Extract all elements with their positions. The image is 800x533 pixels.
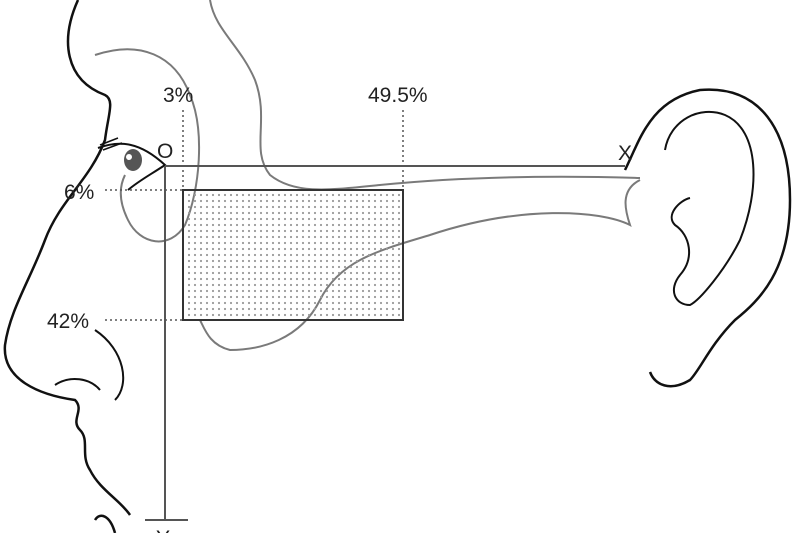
ear-inner: [664, 110, 755, 307]
y-axis-label: Y: [156, 527, 170, 533]
x-axis-label: X: [618, 142, 632, 165]
left-percent-label: 3%: [163, 84, 193, 107]
sinus-outline: [209, 0, 641, 191]
ear-outline: [623, 88, 792, 388]
nose-wing: [94, 329, 125, 401]
face-profile: [3, 0, 132, 516]
right-percent-label: 49.5%: [368, 84, 428, 107]
guide-lines: [105, 110, 404, 321]
eye-icon: [97, 137, 167, 191]
nostril: [54, 378, 101, 391]
top-percent-label: 6%: [64, 181, 94, 204]
lip: [93, 514, 117, 533]
origin-label: O: [157, 140, 173, 163]
target-region: [182, 189, 404, 321]
bottom-percent-label: 42%: [47, 310, 89, 333]
